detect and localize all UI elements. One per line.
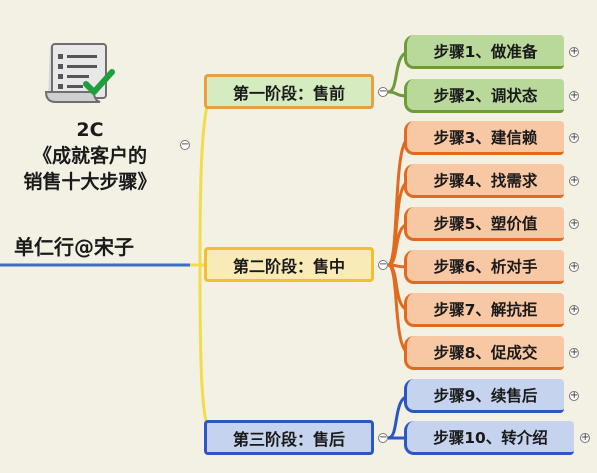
- root-title-line-1: 2C: [76, 119, 104, 141]
- plus-circle-icon[interactable]: +: [569, 218, 579, 229]
- plus-circle-icon[interactable]: +: [569, 347, 579, 358]
- step-node[interactable]: 步骤8、促成交: [404, 336, 564, 370]
- plus-circle-icon[interactable]: +: [569, 46, 579, 57]
- phase-node-after-sale[interactable]: 第三阶段：售后: [204, 420, 374, 455]
- step-node[interactable]: 步骤9、续售后: [404, 379, 564, 413]
- plus-circle-icon[interactable]: +: [569, 175, 579, 186]
- plus-circle-icon[interactable]: +: [569, 90, 579, 101]
- step-node[interactable]: 步骤1、做准备: [404, 35, 564, 69]
- step-node[interactable]: 步骤10、转介绍: [404, 421, 574, 455]
- plus-circle-icon[interactable]: +: [569, 304, 579, 315]
- trunk-connector: [190, 90, 216, 440]
- phase-node-pre-sale[interactable]: 第一阶段：售前: [204, 74, 374, 109]
- author-label: 单仁行@宋子: [14, 235, 134, 259]
- phase-node-in-sale[interactable]: 第二阶段：售中: [204, 247, 374, 282]
- root-title-line-2: 《成就客户的: [32, 145, 147, 167]
- plus-circle-icon[interactable]: +: [569, 261, 579, 272]
- step-node[interactable]: 步骤3、建信赖: [404, 121, 564, 155]
- minus-circle-icon[interactable]: −: [378, 259, 388, 270]
- step-node[interactable]: 步骤7、解抗拒: [404, 293, 564, 327]
- step-node[interactable]: 步骤5、塑价值: [404, 207, 564, 241]
- plus-circle-icon[interactable]: +: [569, 390, 579, 401]
- plus-circle-icon[interactable]: +: [569, 132, 579, 143]
- minus-circle-icon[interactable]: −: [378, 86, 388, 97]
- plus-circle-icon[interactable]: +: [580, 432, 590, 443]
- minus-circle-icon[interactable]: −: [180, 139, 190, 150]
- checklist-document-icon: [40, 40, 122, 108]
- step-node[interactable]: 步骤2、调状态: [404, 79, 564, 113]
- root-title-line-3: 销售十大步骤》: [23, 171, 157, 193]
- step-node[interactable]: 步骤6、析对手: [404, 250, 564, 284]
- minus-circle-icon[interactable]: −: [378, 432, 388, 443]
- branch-phase2: [386, 136, 411, 355]
- step-node[interactable]: 步骤4、找需求: [404, 164, 564, 198]
